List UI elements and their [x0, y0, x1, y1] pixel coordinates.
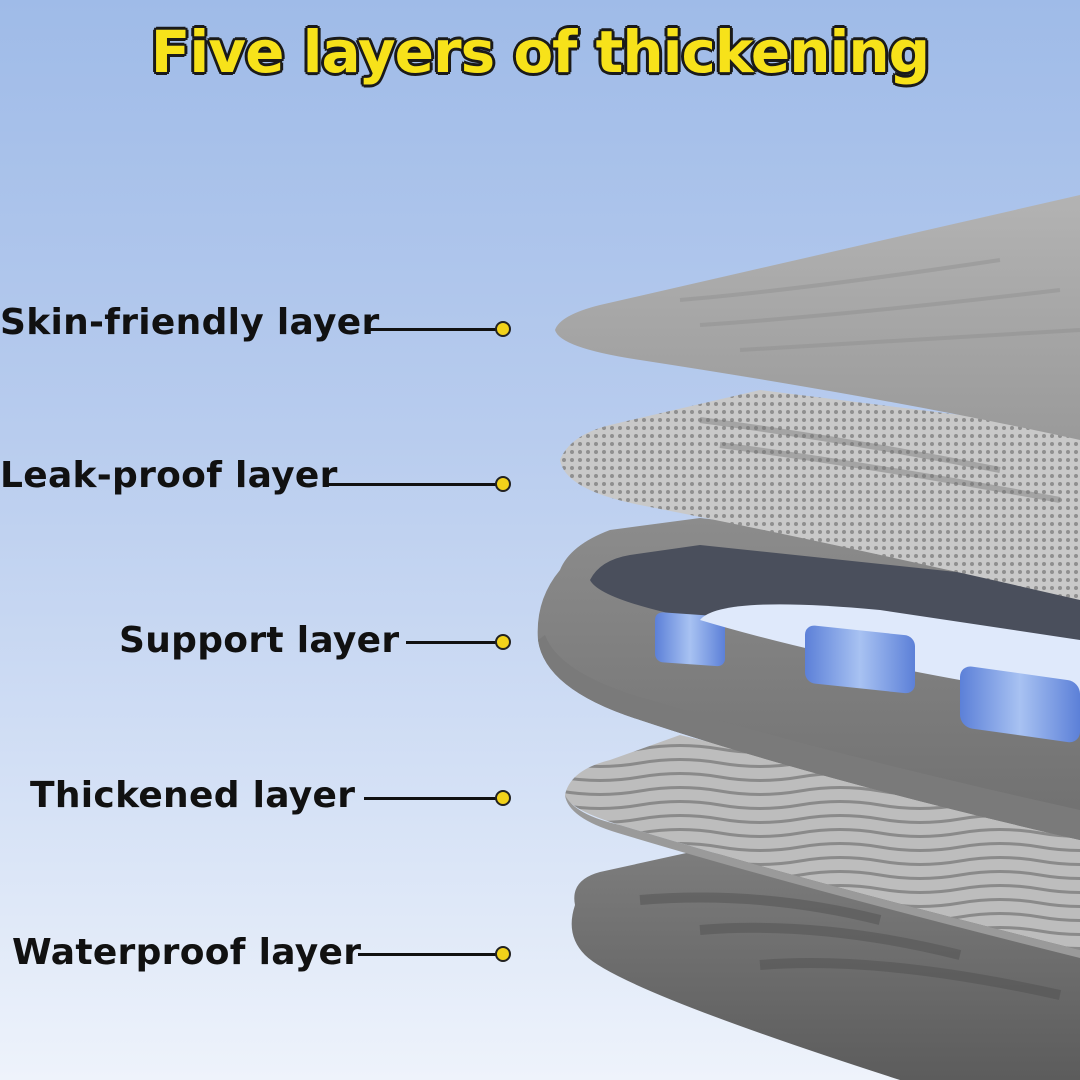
support-layer-shape: [537, 518, 1080, 840]
leak-proof-layer-shape: [560, 390, 1080, 600]
skin-friendly-marker-dot: [495, 321, 511, 337]
thickened-layer-label: Thickened layer: [30, 775, 356, 816]
leak-proof-marker-dot: [495, 476, 511, 492]
waterproof-marker-dot: [495, 946, 511, 962]
page-title: Five layers of thickening: [150, 18, 930, 86]
leak-proof-layer-label: Leak-proof layer: [0, 455, 338, 496]
thickened-marker-dot: [495, 790, 511, 806]
waterproof-layer-label: Waterproof layer: [12, 932, 362, 973]
skin-friendly-leader-line: [368, 328, 504, 331]
skin-friendly-layer-shape: [555, 195, 1080, 440]
thickened-leader-line: [364, 797, 504, 800]
support-layer-label: Support layer: [119, 620, 400, 661]
support-leader-line: [406, 641, 504, 644]
skin-friendly-layer-label: Skin-friendly layer: [0, 302, 380, 343]
waterproof-leader-line: [358, 953, 504, 956]
thickened-layer-shape: [565, 735, 1080, 958]
support-marker-dot: [495, 634, 511, 650]
leak-proof-leader-line: [324, 483, 504, 486]
